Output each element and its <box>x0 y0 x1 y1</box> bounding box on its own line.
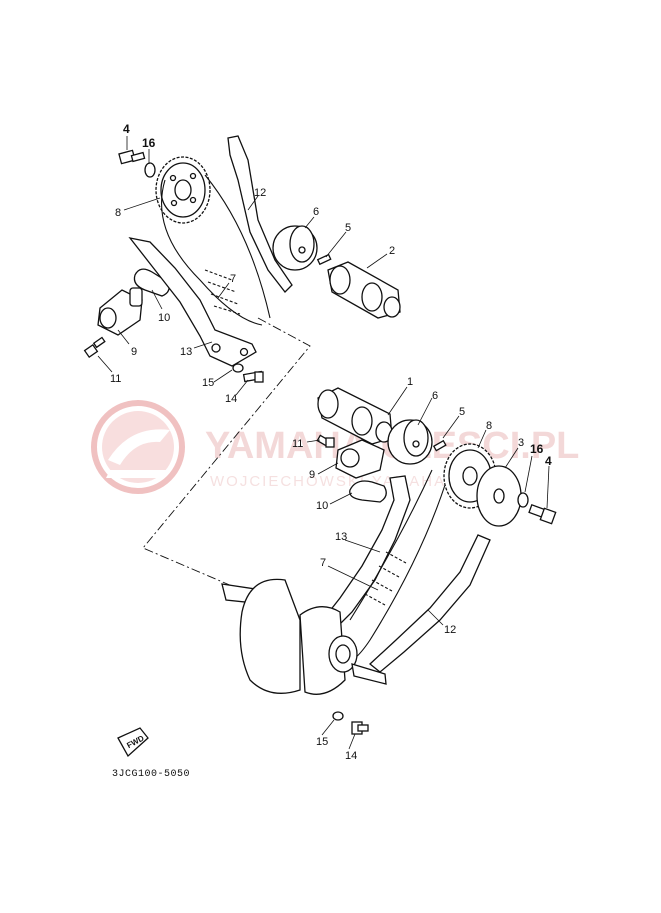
callout-4-bottom: 4 <box>545 454 552 468</box>
tensioner-9-bottom <box>335 439 385 479</box>
callout-4-top: 4 <box>123 122 130 136</box>
callout-6-top: 6 <box>313 206 319 218</box>
callout-7-top: 7 <box>230 273 236 285</box>
bottom-assembly <box>221 387 557 735</box>
callout-1-bottom: 1 <box>407 376 413 388</box>
callout-7-bottom: 7 <box>320 557 326 569</box>
callout-12-bottom: 12 <box>444 624 456 636</box>
callout-14-bottom: 14 <box>345 750 357 762</box>
bolt-14-top <box>242 370 264 383</box>
fwd-arrow-icon: FWD <box>117 727 149 758</box>
callout-labels: 4 16 8 12 6 5 2 7 10 9 13 11 15 14 1 6 5… <box>110 122 552 762</box>
callout-2-top: 2 <box>389 245 395 257</box>
bolt-4-bottom <box>528 504 557 525</box>
gasket-10-top <box>133 268 170 297</box>
plate-3-bottom <box>476 465 522 527</box>
bolt-14-bottom <box>351 721 369 735</box>
watermark-logo-icon <box>91 400 185 494</box>
drawing-code: 3JCG100-5050 <box>112 769 190 780</box>
callout-15-top: 15 <box>202 377 214 389</box>
decompressor-6-bottom <box>387 419 433 465</box>
washer-15-top <box>232 363 244 373</box>
callout-10-top: 10 <box>158 312 170 324</box>
callout-8-top: 8 <box>115 207 121 219</box>
callout-12-top: 12 <box>254 187 266 199</box>
washer-15-bottom <box>332 711 344 721</box>
washer-16-bottom <box>517 492 529 508</box>
gasket-10-bottom <box>349 480 387 503</box>
bolt-4-top <box>118 149 146 165</box>
callout-8-bottom: 8 <box>486 420 492 432</box>
decompressor-6-top <box>272 225 318 271</box>
callout-3-bottom: 3 <box>518 437 524 449</box>
callout-13-bottom: 13 <box>335 531 347 543</box>
top-assembly <box>83 135 401 383</box>
leader-lines <box>97 136 550 750</box>
camshaft-2-top <box>327 261 401 319</box>
callout-9-bottom: 9 <box>309 469 315 481</box>
callout-13-top: 13 <box>180 346 192 358</box>
callout-16-top: 16 <box>142 136 156 150</box>
crankshaft <box>221 578 387 695</box>
tensioner-9-top <box>97 287 143 336</box>
bolt-11-top <box>83 336 106 359</box>
callout-9-top: 9 <box>131 346 137 358</box>
chain-routing-outline <box>142 317 311 587</box>
chain-guide-13-top <box>128 237 257 367</box>
callout-5-bottom: 5 <box>459 406 465 418</box>
bolt-11-bottom <box>316 434 335 448</box>
callout-10-bottom: 10 <box>316 500 328 512</box>
camshaft-1-bottom <box>317 387 393 445</box>
pin-5-top <box>316 253 332 266</box>
cam-sprocket-8-top <box>155 156 211 224</box>
watermark-subtitle: WOJCIECHOWSKI YAMAHA <box>210 473 446 490</box>
washer-16-top <box>144 162 156 178</box>
callout-15-bottom: 15 <box>316 736 328 748</box>
callout-11-bottom: 11 <box>292 438 303 450</box>
chain-guide-12-top <box>227 135 293 293</box>
callout-11-top: 11 <box>110 373 121 385</box>
callout-5-top: 5 <box>345 222 351 234</box>
callout-6-bottom: 6 <box>432 390 438 402</box>
cam-chain-7-top <box>161 174 271 326</box>
callout-16-bottom: 16 <box>530 442 544 456</box>
callout-14-top: 14 <box>225 393 237 405</box>
pin-5-bottom <box>432 439 447 452</box>
